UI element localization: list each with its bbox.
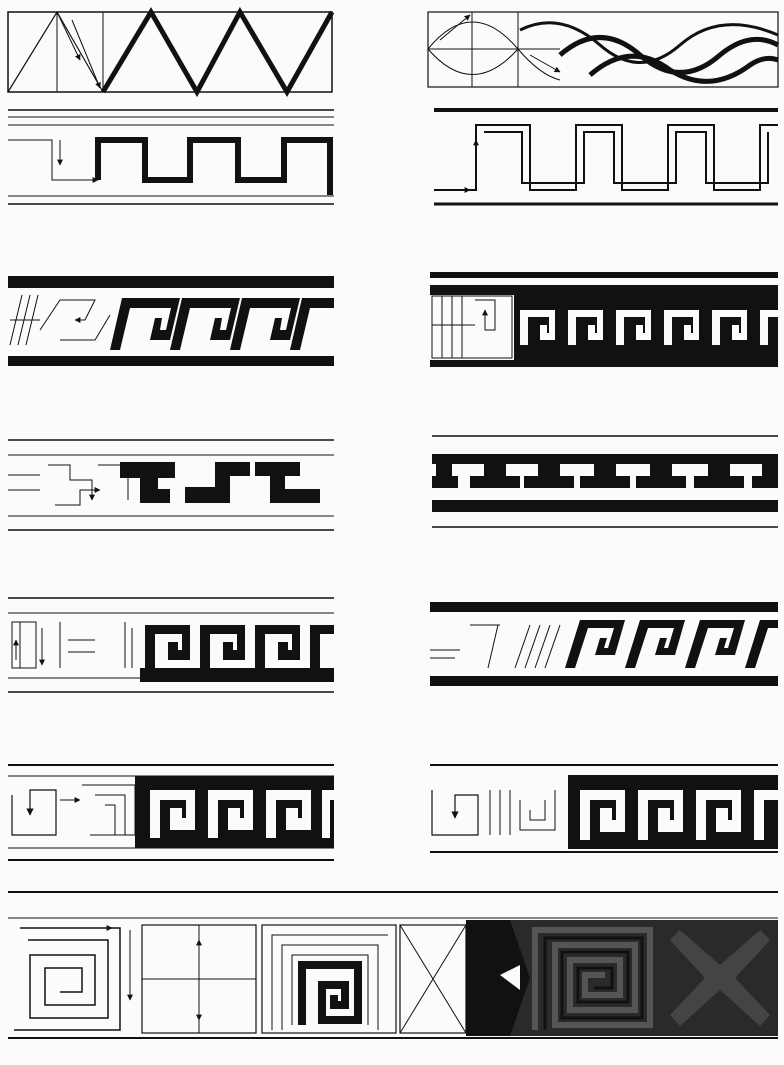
square-spiral-construction-panel [8,892,778,1038]
step-meander-panel [8,440,334,530]
square-wave-double-panel [434,110,778,204]
zigzag-panel [8,12,332,92]
key-meander-right-panel [8,598,334,692]
slanted-key-meander-panel [430,602,778,686]
slanted-meander-panel [8,276,334,366]
square-wave-thin-panel [8,110,334,204]
spiral-meander-panel [8,765,334,860]
wave-panel [428,12,778,87]
key-meander-dark-band-panel [430,272,778,367]
t-meander-panel [432,436,778,527]
spiral-meander-dark-panel [430,765,778,852]
